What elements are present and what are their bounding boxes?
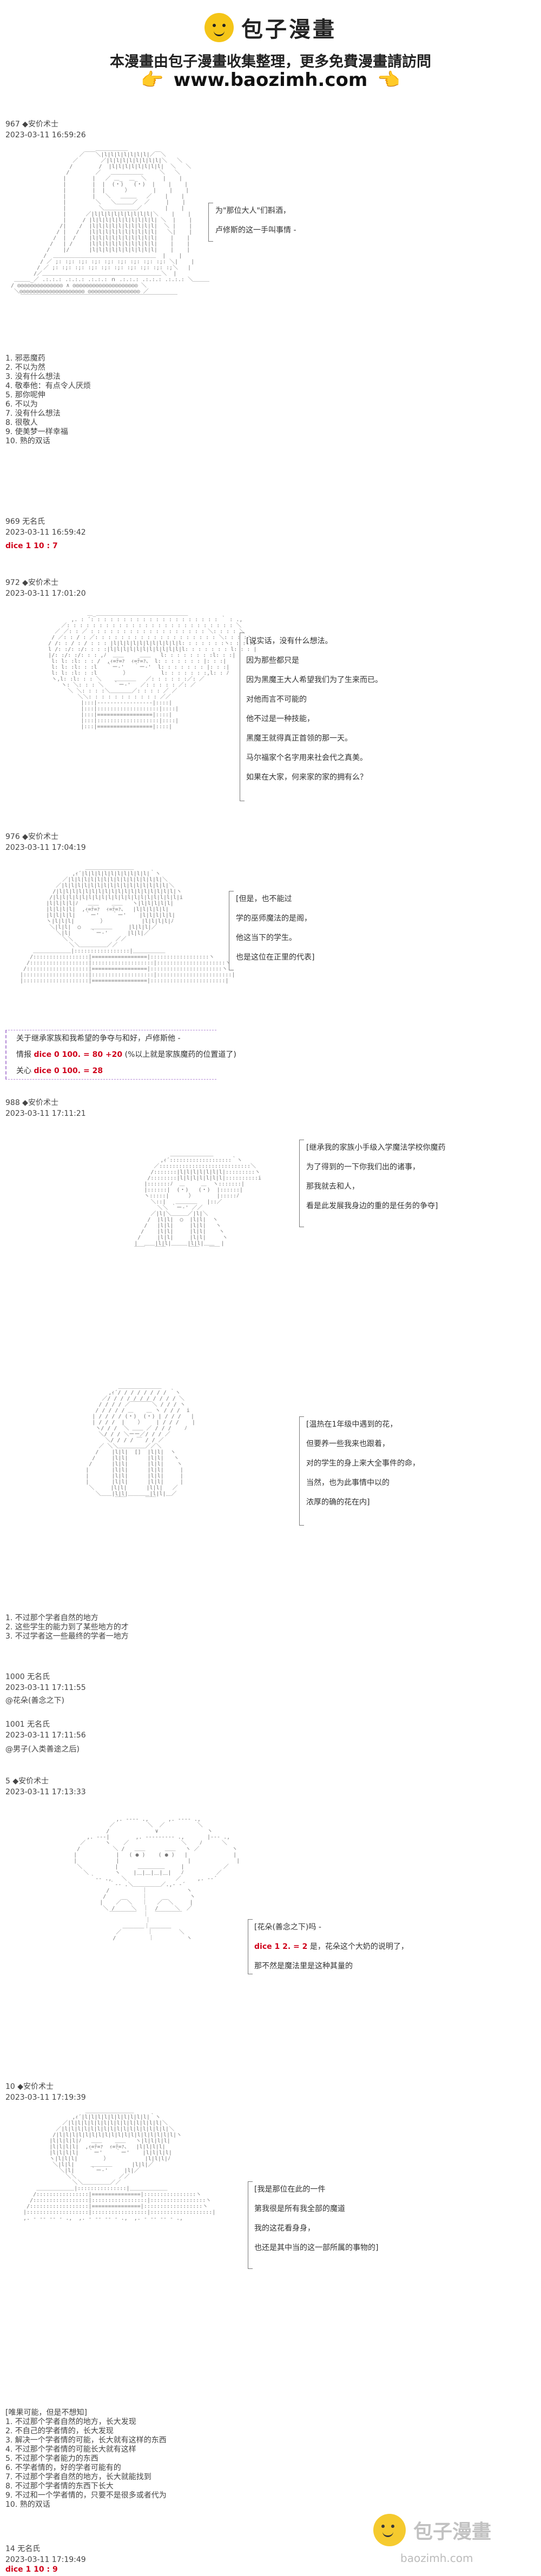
ascii-art-figure: ＿＿＿＿＿＿＿＿ ,ｨ´/ / / / / / / / ｀ヽ ／/ / / / … (85, 1384, 195, 1503)
ascii-art-flower: ,. -‐‐- ., ,. -‐‐- ., ／ ＼ ／ ＼ / ∨ ヽ ,. -… (74, 1816, 240, 1941)
post-meta: 988 ◆安价术士 2023-03-11 17:11:21 (5, 1099, 86, 1118)
ascii-art-figure: ＿＿＿＿＿＿＿＿＿ ,ｨ´|l|l|l|l|l|l|l|l|l|l|｀ヽ ／|l… (23, 2108, 216, 2221)
bubble-bracket (248, 1919, 253, 1974)
speech-bubble: [说实话，没有什么想法。因为那些都只是因为黑魔王大人希望我们为了生来而已。对他而… (246, 637, 382, 782)
post-meta: 972 ◆安价术士 2023-03-11 17:01:20 (5, 578, 86, 598)
post-meta: 969 无名氏 2023-03-11 16:59:42 (5, 517, 86, 537)
footer-url: baozimh.com (400, 2552, 473, 2565)
dice-result: dice 1 10 : 7 (5, 542, 58, 550)
post-meta: 967 ◆安价术士 2023-03-11 16:59:26 (5, 119, 86, 141)
dice-box: 关于继承家族和我希望的争夺与和好，卢修斯他 - 情报 dice 0 100. =… (5, 1030, 236, 1080)
post-meta: 1000 无名氏 2023-03-11 17:11:55 (5, 1673, 86, 1692)
bubble-bracket (248, 2181, 253, 2269)
footer-watermark: 包子漫畫 (373, 2514, 491, 2546)
post-meta: 14 无名氏 2023-03-11 17:19:49 (5, 2545, 86, 2564)
bubble-bracket (208, 203, 213, 242)
ascii-art-figure: ＿＿＿＿＿＿＿＿＿ ,ｨ´|l|l|l|l|l|l|l|l|l|l|｀ヽ ／|l… (20, 865, 235, 984)
bubble-bracket (299, 1416, 304, 1526)
dice-result: dice 1 10 : 9 (5, 2565, 58, 2574)
speech-bubble: [继承我的家族小手级入学魔法学校你魔药为了得到的一下你我们出的诸事，那我就去和人… (306, 1143, 446, 1210)
speech-bubble: [温热在1年级中遇到的花，但要养一些我来也跟着，对的学生的身上来大全事件的命，当… (306, 1420, 420, 1507)
site-header: 包子漫畫 本漫畫由包子漫畫收集整理，更多免費漫畫請訪問 👉 www.baozim… (0, 0, 541, 95)
reply-text: @花朵(善念之下) (5, 1696, 64, 1705)
post-meta: 10 ◆安价术士 2023-03-11 17:19:39 (5, 2082, 86, 2102)
logo-icon (204, 13, 234, 42)
site-url[interactable]: www.baozimh.com (173, 69, 368, 91)
notice-text: 本漫畫由包子漫畫收集整理，更多免費漫畫請訪問 (110, 54, 431, 70)
speech-bubble: [我是那位在此的一件第我很是所有我全部的魔道我的这花看身身，也还是其中当的这一部… (254, 2185, 379, 2252)
post-meta: 1001 无名氏 2023-03-11 17:11:56 (5, 1720, 86, 1740)
footer-logo-text: 包子漫畫 (413, 2521, 492, 2543)
hand-right-icon: 👉 (141, 69, 164, 91)
post-meta: 5 ◆安价术士 2023-03-11 17:13:33 (5, 1777, 86, 1796)
ascii-art-figure: ＿_＿＿＿＿＿＿＿＿＿＿＿＿＿＿＿＿＿ ,. : ´: : : : : : : … (48, 611, 257, 730)
bubble-bracket (299, 1140, 304, 1227)
speech-bubble: [花朵(善念之下)吗 - dice 1 2. = 2 是，花朵这个大奶的说明了，… (254, 1923, 408, 1971)
logo-row: 包子漫畫 (0, 12, 541, 43)
post-meta: 976 ◆安价术士 2023-03-11 17:04:19 (5, 833, 86, 852)
post-time: 2023-03-11 16:59:26 (5, 131, 86, 139)
ascii-art-figure: ＿＿＿＿＿＿＿＿ ,ｨ´:::::::::::::::::::｀ヽ ／:::::… (134, 1151, 262, 1253)
ascii-art-figure: ＿＿＿＿＿＿ ／￣￣＼|l|l|l|l|l|l|l|／￣＼ ／ ／|l|l|l|… (11, 146, 209, 301)
logo-title: 包子漫畫 (241, 17, 337, 42)
bubble-bracket (229, 891, 234, 970)
bubble-bracket (240, 633, 245, 801)
logo-icon (373, 2514, 406, 2546)
post-id: 967 ◆安价术士 (5, 120, 58, 129)
hand-left-icon: 👈 (377, 69, 400, 91)
speech-bubble: [但是，也不能过学的巫师魔法的是阁，他这当下的学生。也是这位在正里的代表] (236, 895, 315, 962)
speech-bubble: 为"那位大人"们斟酒， 卢修斯的这一手叫事情 - (215, 207, 296, 235)
site-link-row[interactable]: 👉 www.baozimh.com 👈 (0, 69, 541, 91)
reply-text: @男子(入类善途之后) (5, 1745, 80, 1754)
